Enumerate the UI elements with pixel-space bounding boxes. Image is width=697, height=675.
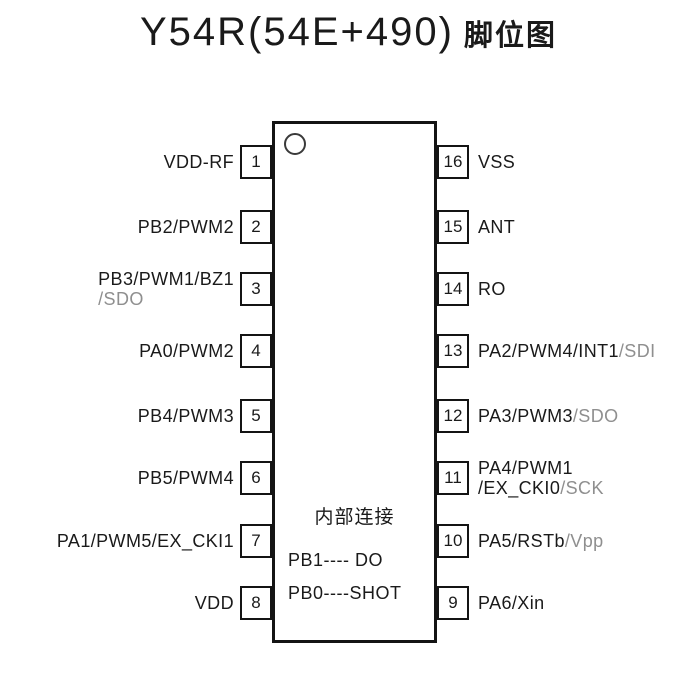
pin-number: 15: [443, 217, 463, 236]
pin-label-16: VSS: [478, 145, 694, 179]
pin-number-box-8: 8: [240, 586, 272, 620]
pin-number-box-9: 9: [437, 586, 469, 620]
internal-connection-line: PB0----SHOT: [288, 583, 402, 603]
pin-function-alt: /SDO: [98, 289, 144, 309]
pin-number-box-6: 6: [240, 461, 272, 495]
pin-number-box-2: 2: [240, 210, 272, 244]
pin-number-box-7: 7: [240, 524, 272, 558]
pin-label-14: RO: [478, 272, 694, 306]
pin-number-box-13: 13: [437, 334, 469, 368]
pin-label-11: PA4/PWM1/EX_CKI0/SCK: [478, 458, 694, 498]
pin-number: 14: [443, 279, 463, 298]
pin-function: VSS: [478, 152, 516, 172]
pin-number-box-1: 1: [240, 145, 272, 179]
pin-function: RO: [478, 279, 506, 299]
pin-label-2: PB2/PWM2: [18, 210, 234, 244]
pin-function-alt: /Vpp: [564, 531, 604, 551]
pin-number: 4: [251, 341, 261, 360]
pin-function: PA5/RSTb: [478, 531, 565, 551]
pin-number: 3: [251, 279, 261, 298]
pin-label-9: PA6/Xin: [478, 586, 694, 620]
page-title: Y54R(54E+490) 脚位图: [0, 10, 697, 55]
pin-function: PB5/PWM4: [137, 468, 234, 488]
internal-connection-title: 内部连接: [314, 507, 395, 528]
pin-function: PA2/PWM4/INT1: [478, 341, 619, 361]
pin-number: 7: [251, 531, 261, 550]
pin-function-alt: /SDI: [618, 341, 656, 361]
pin-function-alt: /SDO: [572, 406, 619, 426]
pin-number: 2: [251, 217, 261, 236]
pin-label-8: VDD: [18, 586, 234, 620]
pin-number: 11: [444, 468, 462, 487]
pin-number: 6: [251, 468, 261, 487]
pin-function-alt: /SCK: [560, 478, 604, 498]
pin-function: PA0/PWM2: [139, 341, 234, 361]
pin-function: PB2/PWM2: [137, 217, 234, 237]
pin-number: 13: [443, 341, 463, 360]
pin1-dot-marker-icon: [284, 133, 306, 155]
pin-number: 16: [443, 152, 463, 171]
pin-label-12: PA3/PWM3/SDO: [478, 399, 694, 433]
pin-number-box-12: 12: [437, 399, 469, 433]
pin-label-3: PB3/PWM1/BZ1/SDO: [18, 269, 234, 309]
pin-number-box-5: 5: [240, 399, 272, 433]
pin-label-6: PB5/PWM4: [18, 461, 234, 495]
pin-number-box-11: 11: [437, 461, 469, 495]
pin-function: PA4/PWM1: [478, 458, 573, 478]
pin-number-box-3: 3: [240, 272, 272, 306]
pin-function: ANT: [478, 217, 516, 237]
chip-model-title: Y54R(54E+490): [140, 10, 454, 54]
pin-number: 9: [448, 593, 458, 612]
pin-function: PB4/PWM3: [137, 406, 234, 426]
pin-function: PA1/PWM5/EX_CKI1: [56, 531, 234, 551]
pin-number: 12: [443, 406, 463, 425]
pin-label-7: PA1/PWM5/EX_CKI1: [18, 524, 234, 558]
pin-function: VDD-RF: [163, 152, 234, 172]
pin-function: /EX_CKI0: [478, 478, 561, 498]
pin-label-15: ANT: [478, 210, 694, 244]
internal-connection-line: PB1---- DO: [288, 550, 383, 570]
pin-number-box-10: 10: [437, 524, 469, 558]
pin-label-1: VDD-RF: [18, 145, 234, 179]
pin-number-box-4: 4: [240, 334, 272, 368]
chip-body: 内部连接 PB1---- DO PB0----SHOT: [272, 121, 437, 643]
pin-number-box-16: 16: [437, 145, 469, 179]
pin-function: PA3/PWM3: [478, 406, 573, 426]
pin-number: 1: [251, 152, 261, 171]
pin-label-10: PA5/RSTb/Vpp: [478, 524, 694, 558]
pin-number-box-14: 14: [437, 272, 469, 306]
pin-number: 8: [251, 593, 261, 612]
pin-number: 5: [251, 406, 261, 425]
page-title-suffix: 脚位图: [463, 20, 557, 52]
pin-number: 10: [443, 531, 463, 550]
pin-label-13: PA2/PWM4/INT1/SDI: [478, 334, 694, 368]
pin-function: PA6/Xin: [478, 593, 545, 613]
pin-label-5: PB4/PWM3: [18, 399, 234, 433]
pin-function: PB3/PWM1/BZ1: [98, 269, 234, 289]
pin-number-box-15: 15: [437, 210, 469, 244]
pin-label-4: PA0/PWM2: [18, 334, 234, 368]
pin-function: VDD: [194, 593, 234, 613]
